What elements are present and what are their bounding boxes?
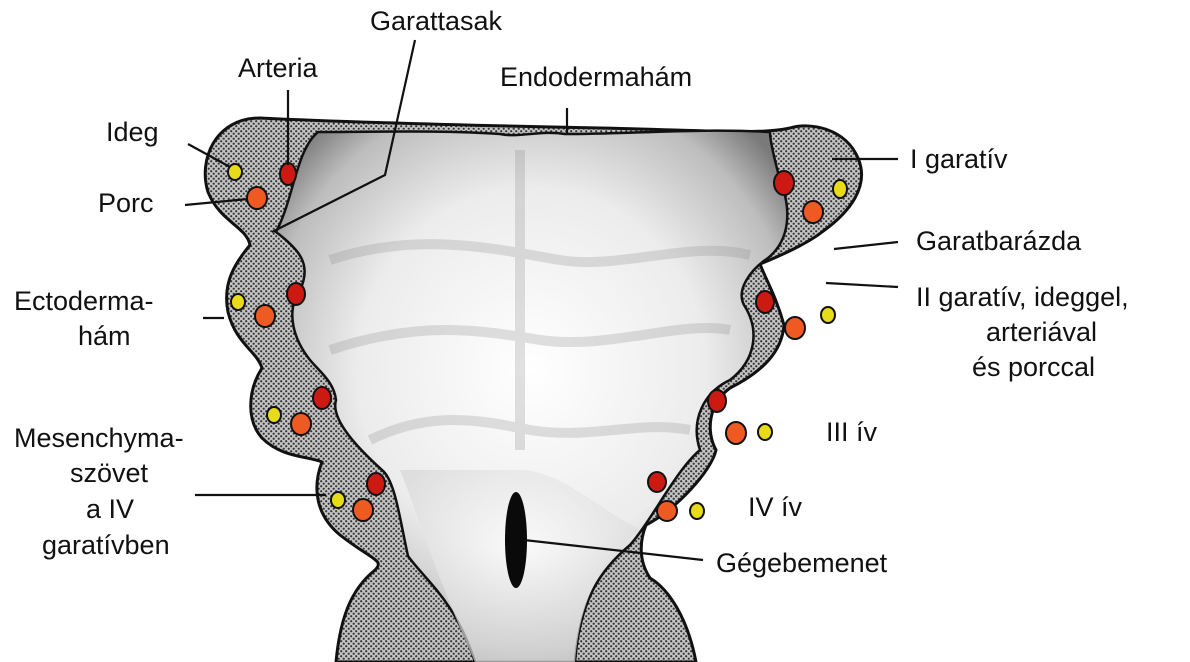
label-endodermaham: Endodermahám (500, 62, 692, 92)
label-ideg: Ideg (106, 117, 159, 147)
label-mesenchyma-3: a IV (86, 494, 134, 524)
label-garattasak: Garattasak (370, 6, 503, 36)
arteria-dot (367, 473, 385, 495)
porc-dot (291, 413, 311, 435)
porc-dot (785, 317, 805, 339)
laryngeal-inlet (505, 492, 527, 588)
ideg-dot (231, 294, 245, 310)
porc-dot (247, 187, 267, 209)
ideg-dot (833, 180, 847, 198)
ideg-dot (267, 407, 281, 423)
label-ii-garativ-1: II garatív, ideggel, (916, 282, 1129, 312)
porc-dot (657, 501, 677, 521)
arteria-dot (774, 171, 794, 195)
arteria-dot (287, 283, 305, 305)
porc-dot (803, 201, 823, 223)
label-mesenchyma-4: garatívben (42, 530, 170, 560)
arteria-dot (648, 472, 666, 492)
arteria-dot (756, 291, 774, 313)
arteria-dot (313, 387, 331, 409)
porc-dot (353, 499, 373, 521)
label-ii-garativ-2: arteriával (986, 317, 1097, 347)
label-mesenchyma-2: szövet (70, 458, 149, 488)
arteria-dot (280, 163, 296, 185)
label-ii-garativ-3: és porccal (972, 352, 1095, 382)
ideg-dot (821, 307, 835, 323)
label-iii-iv: III ív (826, 417, 878, 447)
porc-dot (726, 422, 746, 444)
ideg-dot (758, 424, 772, 440)
label-i-garativ: I garatív (910, 144, 1008, 174)
label-mesenchyma-1: Mesenchyma- (14, 423, 184, 453)
label-porc: Porc (98, 188, 154, 218)
label-ectoderma-1: Ectoderma- (14, 286, 154, 316)
arteria-dot (708, 390, 726, 412)
label-iv-iv: IV ív (748, 492, 803, 522)
label-arteria: Arteria (238, 53, 319, 83)
label-gegebemenet: Gégebemenet (716, 548, 888, 578)
porc-dot (255, 305, 275, 327)
label-ectoderma-2: hám (78, 321, 131, 351)
ideg-dot (331, 492, 345, 508)
label-garatbarazda: Garatbarázda (916, 226, 1082, 256)
ideg-dot (690, 503, 704, 519)
